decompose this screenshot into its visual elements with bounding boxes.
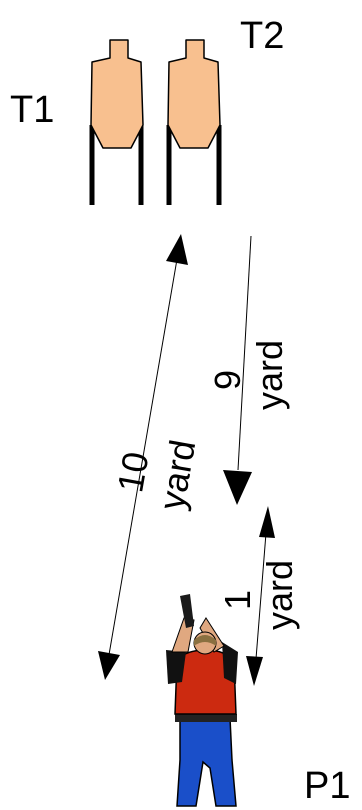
distance-1-yard: 1 yard [217,506,300,686]
target-t1-silhouette [90,39,144,149]
distance-9-yard-value: 9 [207,370,248,390]
distance-1-yard-value: 1 [217,590,258,610]
distance-10-yard-unit: yard [151,437,204,513]
target-t2-silhouette [167,39,221,149]
distance-1-yard-arrowhead-bottom [246,656,263,686]
distance-1-yard-unit: yard [259,560,300,630]
distance-10-yard-arrowhead-top [166,234,188,265]
distance-1-yard-label: 1 yard [217,560,300,630]
distance-9-yard-label: 9 yard [207,340,290,410]
shooter-label: P1 [304,765,350,807]
shooter-figure: P1 [166,594,350,807]
distance-9-yard: 9 yard [207,235,290,505]
shooter-arm-right [222,642,238,684]
distance-1-yard-arrowhead-top [259,506,275,538]
distance-9-yard-arrowhead [223,470,252,505]
distance-9-yard-unit: yard [249,340,290,410]
target-t2: T2 [166,15,284,205]
distance-10-yard-line [104,235,182,679]
distance-9-yard-line [237,235,252,471]
target-t1: T1 [10,39,144,205]
shooter-hair [194,635,216,646]
shooter-belt [175,714,237,722]
shooter-pistol [180,594,194,628]
distance-10-yard-arrowhead-bottom [98,651,120,680]
distance-10-yard-label: 10 yard [107,429,203,513]
shooter-pants [176,717,237,807]
shooter-arm-left [166,650,186,684]
target-t2-label: T2 [240,15,284,57]
distance-10-yard-value: 10 [109,449,156,496]
target-t1-label: T1 [10,89,54,131]
